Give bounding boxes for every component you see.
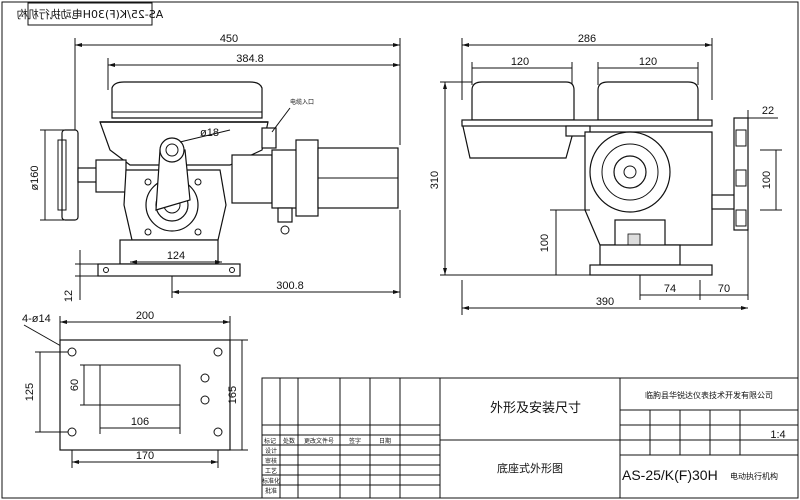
- dim-cover-right: 120: [639, 56, 657, 68]
- row-label-date: 日期: [379, 437, 391, 445]
- dim-body-width: 384.8: [236, 53, 264, 65]
- model-number: AS-25/K(F)30H: [622, 467, 718, 483]
- dim-hole-spacing: 170: [136, 450, 154, 462]
- dim-handwheel-dia: ø160: [29, 165, 41, 190]
- side-view: 286 120 120 22: [429, 33, 782, 315]
- dim-flange-height: 100: [761, 171, 773, 189]
- dim-base-height: 12: [63, 290, 75, 302]
- side-label-design: 设计: [265, 447, 277, 455]
- stamp-box: AS-25/K(F)30H电动执行机构: [17, 2, 164, 26]
- dim-slot-height: 60: [69, 379, 81, 391]
- base-plan-view: 4-ø14 200 165 125 60: [22, 310, 248, 468]
- dim-overall-width: 450: [220, 33, 238, 45]
- dim-70: 70: [718, 283, 730, 295]
- dim-base-to-end: 300.8: [276, 280, 304, 292]
- stamp-text: AS-25/K(F)30H电动执行机构: [17, 7, 164, 21]
- dim-center-height: 100: [539, 234, 551, 252]
- title-block: 标记 处数 更改文件号 签字 日期 设计 审核 工艺 标准化 批准 外形及安装尺…: [261, 377, 799, 499]
- dim-slot-width: 106: [131, 416, 149, 428]
- drawing-title: 外形及安装尺寸: [490, 401, 581, 416]
- side-label-review: 审核: [265, 457, 277, 465]
- dim-plate-width: 200: [136, 310, 154, 322]
- sub-title: 底座式外形图: [497, 461, 563, 475]
- dim-side-overall-height: 310: [429, 171, 441, 189]
- row-label-count: 处数: [283, 437, 295, 445]
- front-view: 450 384.8 ø160 ø18: [29, 33, 401, 302]
- row-label-mark: 标记: [264, 437, 276, 445]
- side-label-approve: 批准: [265, 487, 277, 495]
- dim-offset-top: 22: [762, 105, 774, 117]
- side-label-standard: 标准化: [262, 477, 280, 485]
- dim-plate-height: 165: [227, 386, 239, 404]
- model-suffix: 电动执行机构: [730, 471, 778, 481]
- dim-holes: 4-ø14: [22, 313, 51, 325]
- dim-base-width: 124: [167, 250, 185, 262]
- dim-inner-height: 125: [24, 383, 36, 401]
- dim-side-overall-width: 286: [578, 33, 596, 45]
- side-label-process: 工艺: [265, 467, 277, 475]
- dim-74: 74: [664, 283, 676, 295]
- scale: 1:4: [770, 429, 785, 441]
- cable-entry-label: 电缆入口: [290, 98, 314, 106]
- company-name: 临朐县华锐达仪表技术开发有限公司: [645, 390, 773, 400]
- dim-cover-left: 120: [511, 56, 529, 68]
- dim-overall-length: 390: [596, 296, 614, 308]
- row-label-change: 更改文件号: [304, 437, 334, 445]
- row-label-sign: 签字: [349, 437, 361, 445]
